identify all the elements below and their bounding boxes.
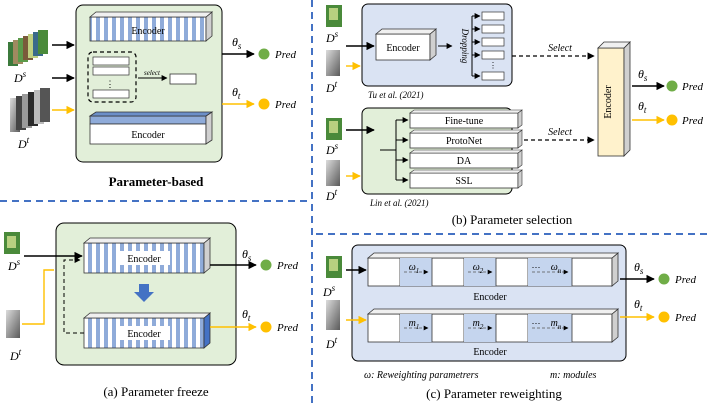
- freeze-top-encoder: Encoder: [82, 237, 212, 274]
- svg-text:⋮: ⋮: [489, 61, 497, 70]
- selected-module: [169, 73, 197, 85]
- svg-text:Encoder: Encoder: [603, 85, 614, 119]
- svg-text:Dt: Dt: [9, 347, 22, 363]
- svg-text:SSL: SSL: [455, 176, 472, 187]
- svg-text:Ds: Ds: [325, 29, 339, 45]
- method-protonet: ProtoNet: [409, 129, 523, 149]
- legend-omega: ω: [364, 370, 371, 381]
- bottom-encoder-label: Encoder: [131, 130, 165, 141]
- svg-text:θt: θt: [232, 85, 241, 101]
- top-encoder-block: Encoder: [88, 11, 214, 42]
- d-t-label: D: [17, 137, 27, 151]
- svg-text:θs: θs: [634, 260, 644, 276]
- method-da: DA: [409, 149, 523, 169]
- d-s-label: D: [13, 71, 23, 85]
- select-label-top: Select: [548, 43, 572, 54]
- lin-tree: [380, 117, 409, 183]
- selection-vdots: ⋮: [106, 79, 115, 89]
- svg-text:Pred: Pred: [681, 81, 703, 93]
- parameter-based-caption: Parameter-based: [109, 174, 205, 189]
- parameter-selection-panel: Ds Dt Ds Dt Encoder Dropping ⋮: [325, 3, 703, 227]
- svg-text:Pred: Pred: [276, 260, 298, 272]
- pred-label: Pred: [274, 49, 296, 61]
- svg-text:θt: θt: [638, 99, 647, 115]
- select-label-bottom: Select: [548, 127, 572, 138]
- legend-m: m: [550, 370, 557, 381]
- svg-text:ω: Reweighting parametrers: ω: Reweighting parametrers: [364, 370, 479, 381]
- svg-text:⋯: ⋯: [532, 262, 541, 272]
- svg-text:Encoder: Encoder: [386, 43, 420, 54]
- svg-text:ω1: ω1: [409, 262, 420, 275]
- select-small-label: select: [144, 69, 161, 77]
- svg-text:Ds: Ds: [322, 283, 336, 299]
- svg-text:Ds: Ds: [325, 141, 339, 157]
- svg-text:Pred: Pred: [681, 115, 703, 127]
- pred-t-dot-top-left: [258, 98, 270, 110]
- tu-label: Tu et al. (2021): [368, 90, 424, 100]
- pred-s-dot-top-left: [258, 48, 270, 60]
- svg-text:m1: m1: [409, 318, 420, 331]
- svg-text:Pred: Pred: [276, 322, 298, 334]
- source-images-stack: [8, 30, 48, 66]
- svg-text:DA: DA: [457, 156, 472, 167]
- svg-text:ω2: ω2: [473, 262, 484, 275]
- reweighting-caption: (c) Parameter reweighting: [426, 386, 562, 401]
- svg-text:m2: m2: [473, 318, 484, 331]
- svg-text:Dt: Dt: [17, 135, 30, 151]
- parameter-based-panel: Ds Dt Encoder ⋮ select: [8, 4, 296, 189]
- svg-text:Encoder: Encoder: [473, 292, 507, 303]
- module-encoder-row: m1 m2 ⋯ mn: [366, 308, 620, 343]
- omega-encoder-row: ω1 ω2 ⋯ ωn: [366, 252, 620, 287]
- svg-text:mn: mn: [551, 318, 562, 331]
- parameter-reweighting-panel: Ds Dt ω1 ω2 ⋯ ωn Encoder: [322, 244, 696, 401]
- svg-text:Dt: Dt: [325, 79, 338, 95]
- method-fine-tune: Fine-tune: [409, 109, 523, 129]
- svg-text:Ds: Ds: [7, 257, 21, 273]
- svg-text:Ds: Ds: [13, 69, 27, 85]
- svg-text:Encoder: Encoder: [473, 347, 507, 358]
- svg-text:θt: θt: [634, 297, 643, 313]
- svg-text:Encoder: Encoder: [127, 254, 161, 265]
- svg-text:ωn: ωn: [551, 262, 562, 275]
- svg-text:θs: θs: [638, 67, 648, 83]
- selection-caption: (b) Parameter selection: [452, 212, 573, 227]
- svg-text:Encoder: Encoder: [127, 329, 161, 340]
- svg-text:Fine-tune: Fine-tune: [445, 116, 484, 127]
- svg-text:Pred: Pred: [674, 312, 696, 324]
- svg-text:θt: θt: [242, 307, 251, 323]
- tu-container: [361, 3, 513, 87]
- select-dashed-box: [87, 51, 137, 103]
- freeze-bottom-encoder: Encoder: [82, 312, 212, 349]
- selected-encoder: Encoder: [597, 41, 631, 157]
- dropping-label: Dropping: [460, 28, 470, 64]
- method-ssl: SSL: [409, 169, 523, 189]
- top-encoder-label: Encoder: [131, 26, 165, 37]
- lin-label: Lin et al. (2021): [369, 198, 429, 208]
- svg-text:m: modules: m: modules: [550, 370, 597, 381]
- svg-text:θs: θs: [232, 35, 242, 51]
- bottom-encoder-block: Encoder: [88, 111, 214, 145]
- svg-text:⋯: ⋯: [532, 318, 541, 328]
- svg-text:Pred: Pred: [274, 99, 296, 111]
- target-images-stack: [10, 88, 50, 132]
- svg-text:θs: θs: [242, 247, 252, 263]
- svg-text:Dt: Dt: [325, 187, 338, 203]
- svg-text:Pred: Pred: [674, 274, 696, 286]
- freeze-caption: (a) Parameter freeze: [103, 384, 209, 399]
- freeze-down-arrow: [134, 284, 154, 302]
- parameter-freeze-panel: Ds Dt Encoder Encoder Pred: [4, 222, 298, 399]
- svg-text:Dt: Dt: [325, 335, 338, 351]
- tu-encoder: Encoder: [374, 28, 438, 61]
- dropping-branches: [471, 13, 481, 79]
- svg-text:ProtoNet: ProtoNet: [446, 136, 482, 147]
